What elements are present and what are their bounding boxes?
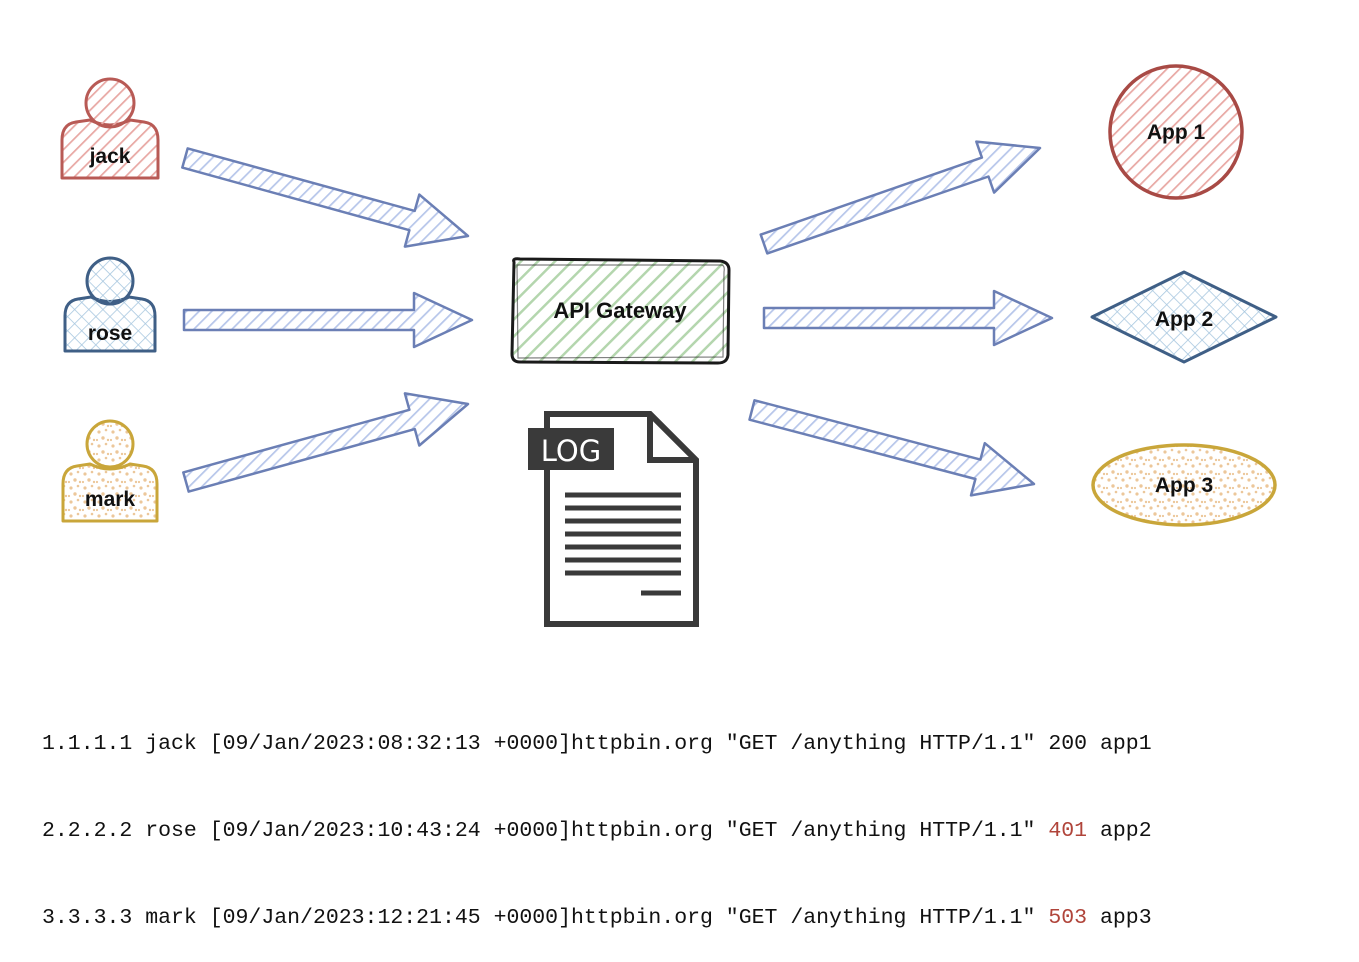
log-document-icon: LOG [528,411,699,627]
user-mark-label: mark [85,488,136,511]
app-3-label: App 3 [1155,474,1213,497]
person-icon [60,77,160,180]
person-icon [61,419,159,523]
arrow-gateway-to-app2 [762,289,1054,347]
arrow-icon [181,147,470,248]
log-entry-suffix: app1 [1087,732,1152,756]
app-2-node: App 2 [1090,270,1278,364]
log-entry-prefix: 2.2.2.2 rose [09/Jan/2023:10:43:24 +0000… [42,819,1049,843]
user-mark: mark [61,419,159,523]
arrow-icon [182,291,474,349]
app-3-node: App 3 [1091,443,1277,527]
log-entry-prefix: 3.3.3.3 mark [09/Jan/2023:12:21:45 +0000… [42,906,1049,930]
user-rose-label: rose [88,322,132,345]
access-log-output: 1.1.1.1 jack [09/Jan/2023:08:32:13 +0000… [42,672,1152,962]
arrow-rose-to-gateway [182,291,474,349]
log-entry: 2.2.2.2 rose [09/Jan/2023:10:43:24 +0000… [42,817,1152,846]
api-gateway-node: API Gateway [510,257,731,365]
log-entry-status: 401 [1048,819,1088,843]
log-entry: 3.3.3.3 mark [09/Jan/2023:12:21:45 +0000… [42,904,1152,933]
person-icon [63,256,157,353]
arrow-icon [748,399,1036,497]
arrow-icon [762,289,1054,347]
user-jack: jack [60,77,160,180]
arrow-icon [182,392,470,493]
arrow-icon [759,140,1042,255]
arrow-gateway-to-app1 [759,140,1042,255]
api-gateway-label: API Gateway [553,298,687,323]
log-entry: 1.1.1.1 jack [09/Jan/2023:08:32:13 +0000… [42,730,1152,759]
app-1-node: App 1 [1108,64,1244,200]
log-entry-suffix: app2 [1087,819,1152,843]
arrow-jack-to-gateway [181,147,470,248]
user-rose: rose [63,256,157,353]
api-gateway-diagram: jack rose mark API Gateway [60,64,1278,627]
log-entry-suffix: app3 [1087,906,1152,930]
log-entry-status: 200 [1048,732,1088,756]
arrow-mark-to-gateway [182,392,470,493]
app-2-label: App 2 [1155,308,1213,331]
app-1-label: App 1 [1147,121,1206,144]
log-entry-status: 503 [1048,906,1088,930]
log-entry-prefix: 1.1.1.1 jack [09/Jan/2023:08:32:13 +0000… [42,732,1049,756]
log-tag-label: LOG [541,434,601,468]
user-jack-label: jack [89,145,131,168]
log-document-lines [565,492,681,596]
arrow-gateway-to-app3 [748,399,1036,497]
